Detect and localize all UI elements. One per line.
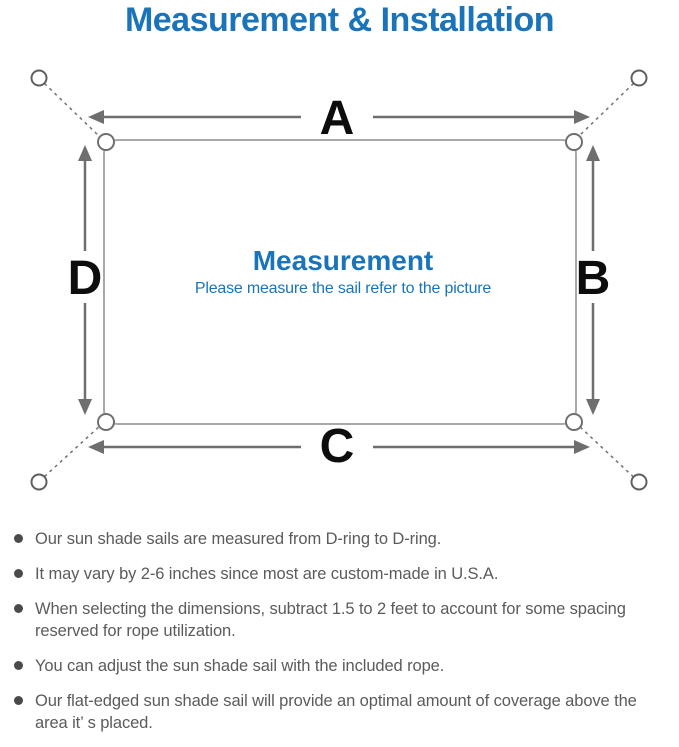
arrowhead-b-top xyxy=(586,145,600,161)
rope-line-bottom-left xyxy=(43,424,102,478)
dimension-label-d: D xyxy=(68,252,103,305)
rope-line-top-right xyxy=(577,82,635,138)
arrowhead-a-right xyxy=(574,110,590,124)
note-text: Our sun shade sails are measured from D-… xyxy=(35,530,442,548)
arrowhead-d-top xyxy=(78,145,92,161)
arrowhead-d-bottom xyxy=(78,399,92,415)
note-item-1: Our sun shade sails are measured from D-… xyxy=(12,528,668,550)
d-ring-top-right xyxy=(565,133,583,151)
note-text: Our flat-edged sun shade sail will provi… xyxy=(35,692,637,732)
center-note: Please measure the sail refer to the pic… xyxy=(195,280,492,297)
note-text: It may vary by 2-6 inches since most are… xyxy=(35,565,499,583)
dimension-label-c: C xyxy=(320,420,355,473)
anchor-circle-top-right xyxy=(630,69,648,87)
note-item-4: You can adjust the sun shade sail with t… xyxy=(12,655,668,677)
dimension-label-a: A xyxy=(320,92,355,145)
d-ring-top-left xyxy=(97,133,115,151)
measurement-notes-list: Our sun shade sails are measured from D-… xyxy=(12,528,668,747)
page-title: Measurement & Installation xyxy=(124,1,555,39)
corner-d-rings xyxy=(97,133,583,431)
arrowhead-c-right xyxy=(574,440,590,454)
arrowhead-b-bottom xyxy=(586,399,600,415)
d-ring-bottom-left xyxy=(97,413,115,431)
bullet-icon xyxy=(14,696,23,705)
center-heading: Measurement xyxy=(253,245,434,276)
shade-sail-outline xyxy=(103,139,577,425)
bullet-icon xyxy=(14,661,23,670)
note-item-3: When selecting the dimensions, subtract … xyxy=(12,598,668,642)
d-ring-bottom-right xyxy=(565,413,583,431)
anchor-circle-bottom-left xyxy=(30,473,48,491)
rope-dashed-lines xyxy=(43,82,635,478)
arrowhead-c-left xyxy=(88,440,104,454)
rope-line-top-left xyxy=(43,82,101,138)
dimension-label-b: B xyxy=(576,252,611,305)
bullet-icon xyxy=(14,534,23,543)
note-text: You can adjust the sun shade sail with t… xyxy=(35,657,445,675)
anchor-circle-bottom-right xyxy=(630,473,648,491)
note-text: When selecting the dimensions, subtract … xyxy=(35,600,626,640)
anchor-circle-top-left xyxy=(30,69,48,87)
sail-measurement-diagram: A C D B Measurement Please measure the s… xyxy=(30,69,648,491)
rope-line-bottom-right xyxy=(577,424,635,478)
note-item-2: It may vary by 2-6 inches since most are… xyxy=(12,563,668,585)
arrowhead-a-left xyxy=(88,110,104,124)
note-item-5: Our flat-edged sun shade sail will provi… xyxy=(12,690,668,734)
bullet-icon xyxy=(14,604,23,613)
bullet-icon xyxy=(14,569,23,578)
anchor-point-circles xyxy=(30,69,648,491)
